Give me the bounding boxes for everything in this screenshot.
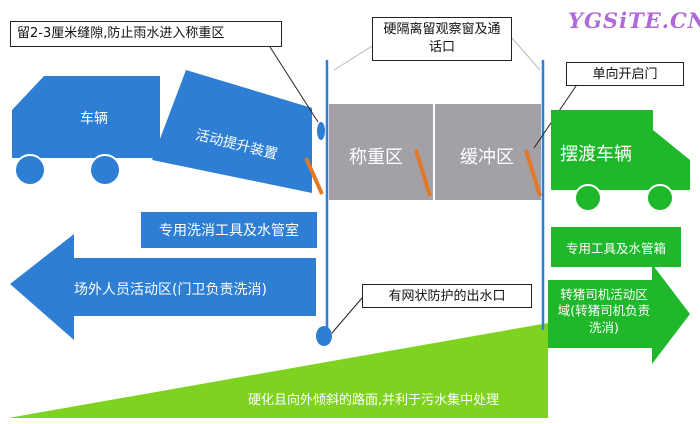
weighing-zone-label: 称重区 xyxy=(349,147,403,168)
wheel xyxy=(89,154,121,186)
leader-line xyxy=(331,297,363,334)
gap-callout: 留2-3厘米缝隙,防止雨水进入称重区 xyxy=(10,21,282,47)
tool-box-room: 专用工具及水管箱 xyxy=(551,227,681,267)
door-line xyxy=(414,149,432,197)
window-callout: 硬隔离留观察窗及通话口 xyxy=(372,17,512,61)
watermark: YGSiTE.CN xyxy=(568,8,700,33)
wheel xyxy=(574,184,602,212)
driver-area-label: 转猪司机活动区域(转猪司机负责洗消) xyxy=(557,287,651,335)
buffer-zone-label: 缓冲区 xyxy=(460,147,514,168)
wheel xyxy=(14,154,46,186)
ground-label: 硬化且向外倾斜的路面,并利于污水集中处理 xyxy=(248,393,500,408)
drain-outlet-callout: 有网状防护的出水口 xyxy=(362,284,532,308)
right-truck-label: 摆渡车辆 xyxy=(560,144,632,165)
outside-area-label: 场外人员活动区(门卫负责洗消) xyxy=(74,282,267,298)
leader-line xyxy=(269,46,319,123)
gap-marker xyxy=(317,122,325,140)
driver-area-arrow xyxy=(548,264,690,364)
washing-room: 专用洗消工具及水管室 xyxy=(141,212,317,248)
one-way-door-callout: 单向开启门 xyxy=(566,62,684,86)
outside-area-arrow xyxy=(10,234,316,340)
sloped-ground xyxy=(8,323,548,418)
wheel xyxy=(646,184,674,212)
lift-device xyxy=(152,70,312,193)
door-line xyxy=(524,149,542,197)
tool-box-label: 专用工具及水管箱 xyxy=(565,240,666,256)
buffer-zone xyxy=(435,104,541,200)
left-truck-label: 车辆 xyxy=(80,111,108,127)
drain-outlet-marker xyxy=(316,326,332,346)
left-truck xyxy=(12,76,160,186)
right-truck xyxy=(551,110,690,212)
washing-room-label: 专用洗消工具及水管室 xyxy=(159,223,299,239)
leader-line xyxy=(511,37,541,71)
door-line xyxy=(304,157,324,195)
